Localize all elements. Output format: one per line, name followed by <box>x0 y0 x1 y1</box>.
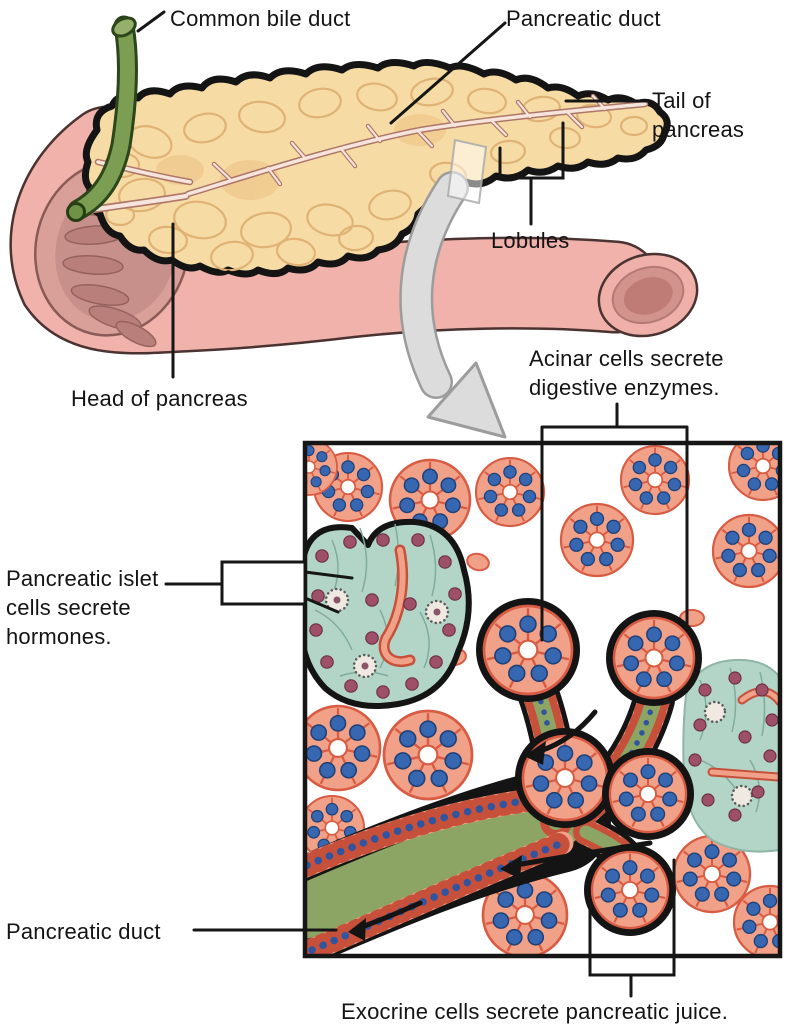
islet-callout-box <box>220 560 307 606</box>
label-common-bile-duct: Common bile duct <box>170 6 351 31</box>
ampulla <box>66 202 86 222</box>
leader-pancreatic-duct-top <box>389 21 507 125</box>
common-bile-duct-shape <box>66 15 139 222</box>
exocrine-cluster <box>476 598 702 936</box>
label-pancreatic-duct-bottom: Pancreatic duct <box>6 919 161 944</box>
label-acinar-cells: Acinar cells secrete digestive enzymes. <box>529 346 724 400</box>
label-pancreatic-duct-top: Pancreatic duct <box>506 6 661 31</box>
leader-common-bile-duct <box>136 10 166 33</box>
label-islet-cells: Pancreatic islet cells secrete hormones. <box>6 566 159 649</box>
macro-leader-lines <box>136 10 650 379</box>
bracket-exocrine <box>588 858 676 998</box>
islet-stipple <box>324 587 450 679</box>
label-exocrine-cells: Exocrine cells secrete pancreatic juice. <box>341 999 729 1024</box>
label-tail-of-pancreas: Tail of pancreas <box>652 88 745 142</box>
lobule-highlight <box>446 138 488 205</box>
micro-inset-cells <box>306 444 779 955</box>
duodenum-cut-face <box>597 252 699 338</box>
bracket-acinar <box>540 402 689 642</box>
islet-callout-pointers <box>303 570 354 614</box>
duct-flow-arrows <box>348 709 653 941</box>
bracket-lobules <box>498 121 565 226</box>
label-head-of-pancreas: Head of pancreas <box>71 386 248 411</box>
zoom-arrow <box>399 171 507 439</box>
label-lobules: Lobules <box>491 228 570 253</box>
islet-left <box>306 518 472 709</box>
micro-leader-lines <box>164 402 689 998</box>
islet-right <box>682 658 779 853</box>
